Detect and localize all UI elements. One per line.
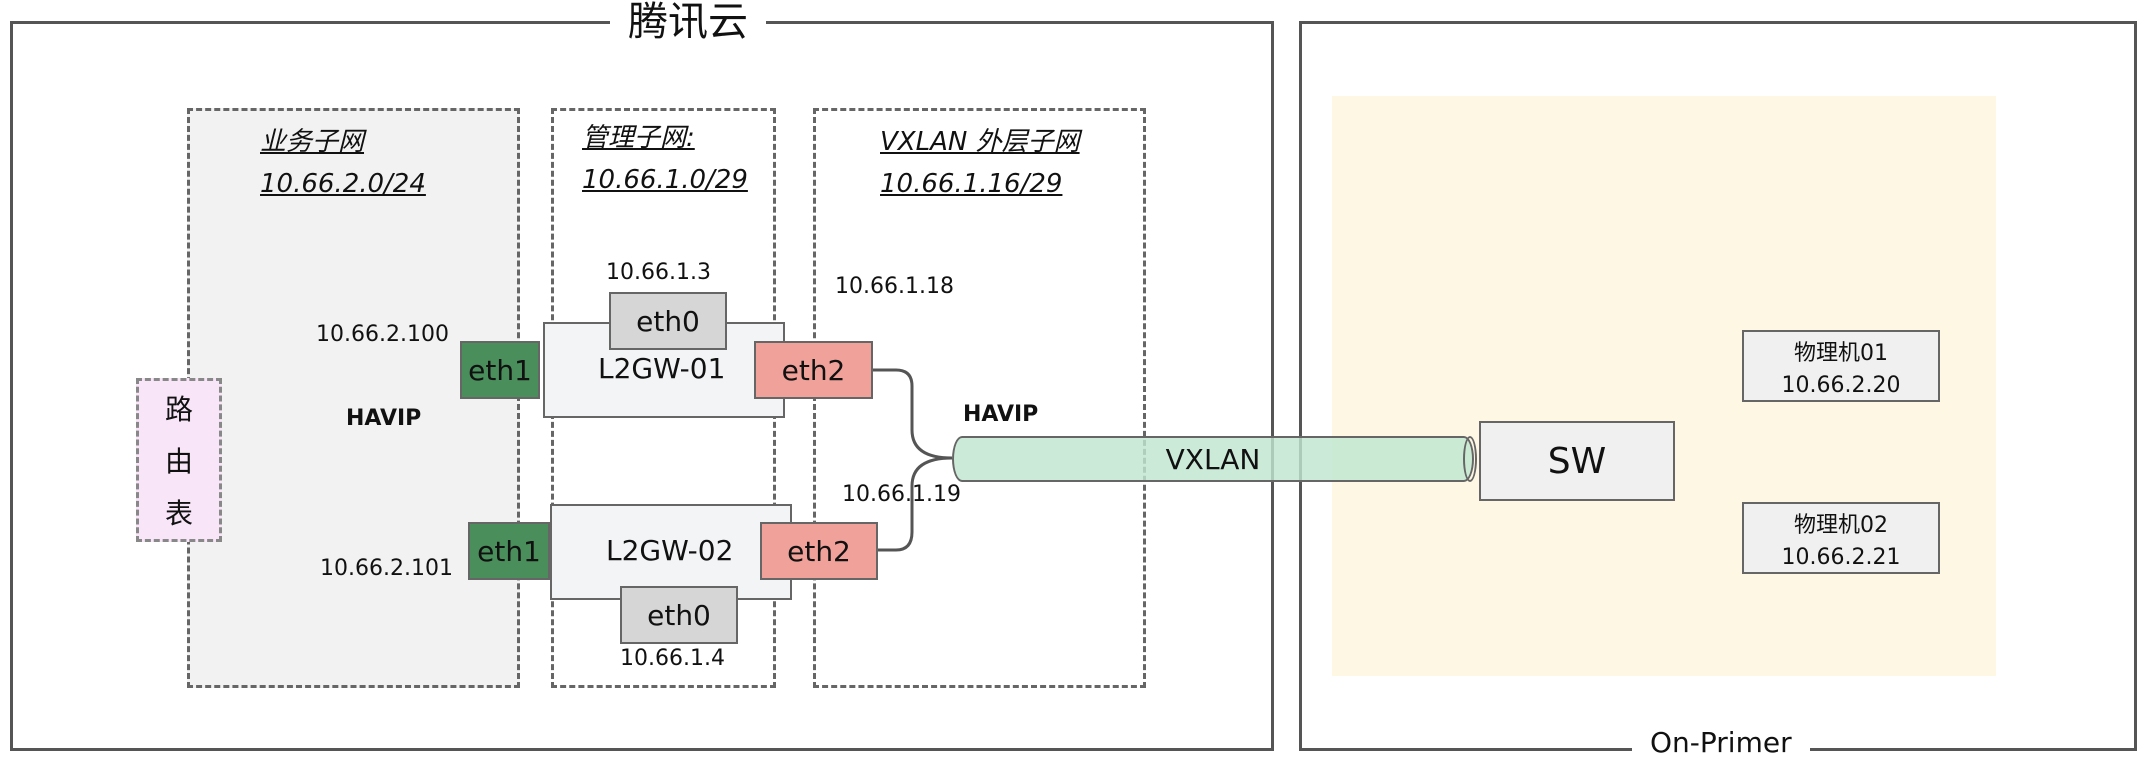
management-subnet-cidr: 10.66.1.0/29: [582, 165, 748, 195]
l2gw-02-eth0-ip: 10.66.1.4: [620, 646, 725, 671]
route-table: 路 由 表: [136, 378, 222, 542]
l2gw-01-eth1-ip: 10.66.2.100: [316, 322, 449, 347]
tencent-cloud-title: 腾讯云: [610, 0, 766, 44]
host-02-ip: 10.66.2.21: [1781, 544, 1901, 570]
l2gw-02-eth1-ip: 10.66.2.101: [320, 556, 453, 581]
l2gw-01-eth1: eth1: [460, 341, 540, 399]
l2gw-01-label: L2GW-01: [598, 352, 726, 385]
host-02: 物理机02 10.66.2.21: [1742, 502, 1940, 574]
switch-label: SW: [1547, 440, 1607, 482]
l2gw-01-eth2-ip: 10.66.1.18: [835, 274, 954, 299]
l2gw-01-eth0-ip: 10.66.1.3: [606, 260, 711, 285]
onprem-title: On-Primer: [1632, 726, 1810, 760]
host-01-name: 物理机01: [1794, 340, 1888, 366]
switch-node: SW: [1479, 421, 1675, 501]
vxlan-outer-subnet-name: VXLAN 外层子网: [880, 127, 1080, 157]
l2gw-01-eth2: eth2: [754, 341, 873, 399]
business-subnet-name: 业务子网: [260, 127, 365, 157]
l2gw-02-eth2: eth2: [760, 522, 878, 580]
host-02-name: 物理机02: [1794, 512, 1888, 538]
l2gw-02-eth2-ip: 10.66.1.19: [842, 482, 961, 507]
host-01: 物理机01 10.66.2.20: [1742, 330, 1940, 402]
l2gw-01-eth0: eth0: [609, 292, 727, 350]
business-subnet-cidr: 10.66.2.0/24: [260, 169, 426, 199]
vxlan-tunnel-label: VXLAN: [1165, 442, 1261, 476]
havip-label-right: HAVIP: [963, 402, 1039, 427]
route-table-char-3: 表: [164, 497, 193, 530]
vxlan-tunnel: VXLAN: [952, 436, 1474, 482]
host-01-ip: 10.66.2.20: [1781, 372, 1901, 398]
havip-label-left: HAVIP: [346, 406, 422, 431]
management-subnet-name: 管理子网:: [582, 123, 695, 153]
route-table-char-1: 路: [164, 393, 193, 426]
l2gw-02-box: [550, 504, 792, 600]
l2gw-02-label: L2GW-02: [606, 534, 734, 567]
vxlan-outer-subnet-cidr: 10.66.1.16/29: [880, 169, 1063, 199]
l2gw-02-eth0: eth0: [620, 586, 738, 644]
vxlan-tunnel-end-cap: [1463, 436, 1477, 482]
l2gw-02-eth1: eth1: [468, 522, 550, 580]
route-table-char-2: 由: [164, 445, 193, 478]
